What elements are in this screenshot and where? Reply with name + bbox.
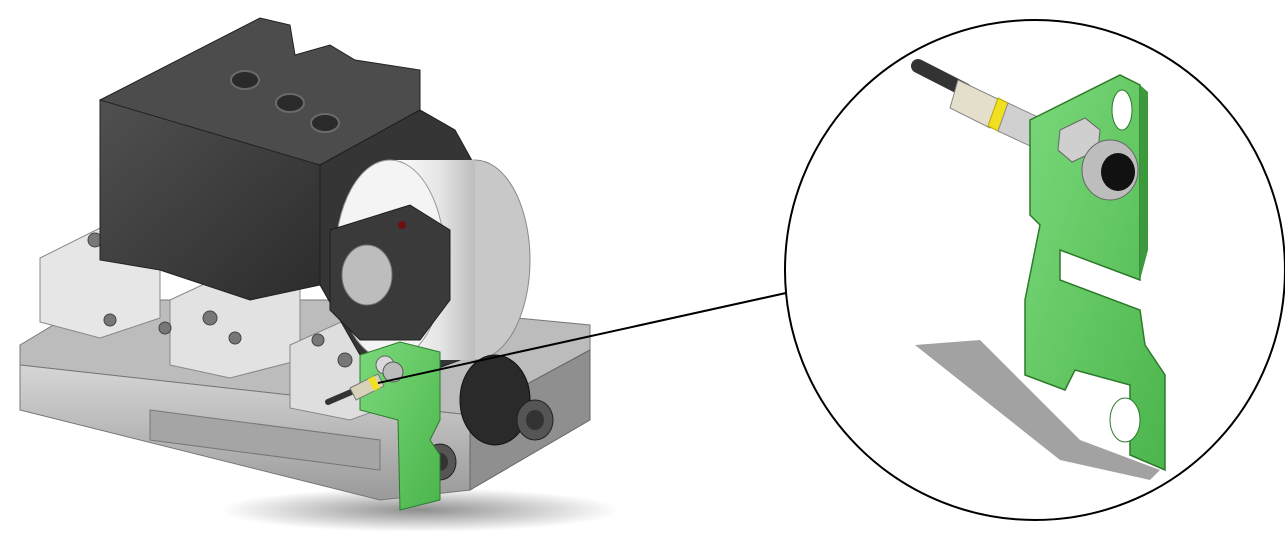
top-holes [230, 70, 340, 133]
callout-line [377, 292, 787, 384]
detail-view [784, 19, 1285, 521]
bracket-shadow [915, 340, 1160, 480]
red-marker [398, 221, 406, 229]
ground-shadow [220, 488, 620, 532]
lower-hub [459, 354, 531, 446]
bracket-top-hole [1111, 89, 1133, 131]
bracket-bottom-hole [1109, 397, 1141, 443]
base-step [149, 409, 381, 471]
sensor-small [325, 361, 404, 405]
axle-pin [341, 244, 393, 306]
sensor-nut [1057, 117, 1139, 201]
bracket-fold-edge [1140, 85, 1148, 280]
main-assembly [19, 17, 620, 532]
base-bolts [87, 232, 353, 368]
